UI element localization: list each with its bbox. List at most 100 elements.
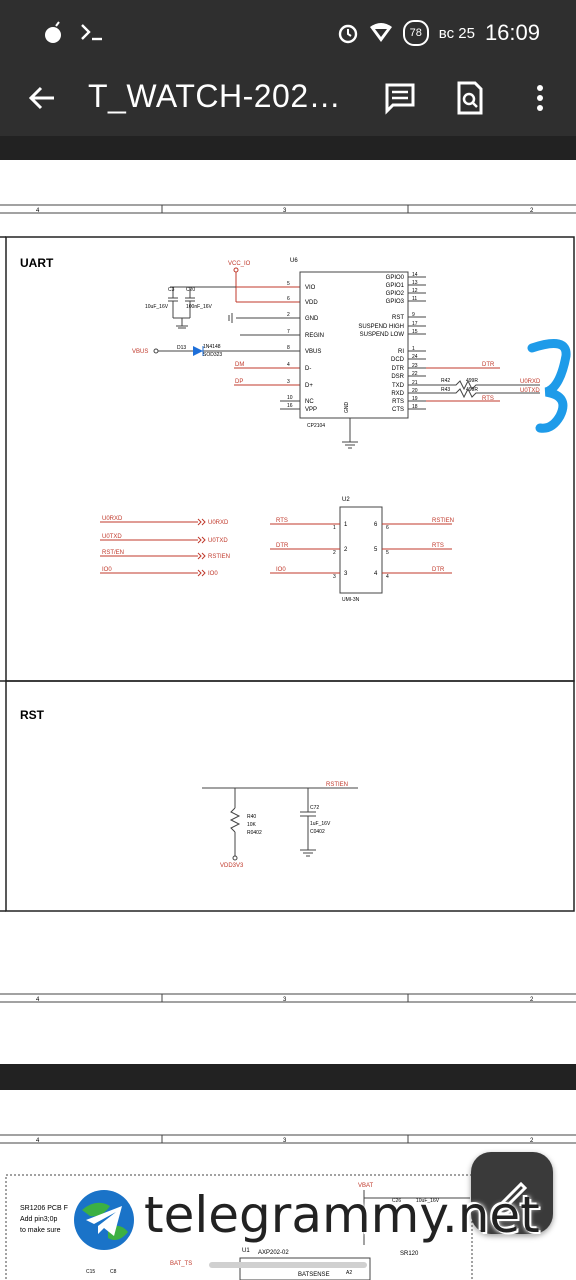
cp2104-right-pin-number: 19 bbox=[412, 396, 418, 402]
cp2104-right-pin-name: DCD bbox=[391, 357, 405, 363]
svg-text:R42: R42 bbox=[441, 378, 450, 384]
svg-text:3: 3 bbox=[283, 208, 287, 214]
back-arrow-icon[interactable] bbox=[26, 82, 58, 114]
u2-input-net: DTR bbox=[276, 543, 289, 549]
search-document-icon[interactable] bbox=[452, 80, 488, 116]
svg-text:RTS: RTS bbox=[482, 396, 494, 402]
cp2104-right-pin-number: 21 bbox=[412, 380, 418, 386]
nav-gesture-handle[interactable] bbox=[209, 1262, 367, 1268]
u2-left-pin-outer: 1 bbox=[333, 525, 336, 531]
watermark: telegrammy.net bbox=[72, 1186, 572, 1262]
schematic-sheet: 4 3 2 UART VCC_IO U6 C3 C20 10uF_16V 100… bbox=[0, 204, 576, 1003]
cp2104-right-pin-name: DTR bbox=[392, 366, 405, 372]
svg-text:2: 2 bbox=[530, 1138, 534, 1144]
svg-text:C72: C72 bbox=[310, 805, 319, 811]
u2-left-pin-inner: 3 bbox=[344, 571, 348, 577]
watermark-text: telegrammy.net bbox=[144, 1186, 540, 1244]
app-bar: T_WATCH-2020… bbox=[0, 62, 576, 136]
net-label-left: RST/EN bbox=[102, 550, 124, 556]
cp2104-right-pin-number: 13 bbox=[412, 280, 418, 286]
pen-edit-icon bbox=[496, 1181, 528, 1215]
u2-right-pin-inner: 4 bbox=[374, 571, 378, 577]
cp2104-right-pin-name: RI bbox=[398, 349, 404, 355]
top-ruler: 4 3 2 bbox=[0, 204, 576, 214]
status-date: вс 25 bbox=[438, 24, 475, 42]
svg-text:R40: R40 bbox=[247, 814, 256, 820]
cp2104-left-pin-number: 6 bbox=[287, 296, 290, 302]
u2-output-net: DTR bbox=[432, 567, 445, 573]
svg-text:C26: C26 bbox=[392, 1198, 401, 1204]
cp2104-left-pin-number: 10 bbox=[287, 395, 293, 401]
cp2104-right-pin-name: SUSPEND LOW bbox=[360, 332, 405, 338]
svg-text:R43: R43 bbox=[441, 387, 450, 393]
cp2104-right-pin-name: GPIO3 bbox=[386, 299, 405, 305]
cp2104-left-pin-number: 5 bbox=[287, 281, 290, 287]
cp2104-left-pin-name: REGIN bbox=[305, 333, 324, 339]
svg-text:R0402: R0402 bbox=[247, 830, 262, 836]
comment-icon[interactable] bbox=[382, 80, 418, 116]
net-label-left: IO0 bbox=[102, 567, 112, 573]
u2-left-pin-outer: 2 bbox=[333, 550, 336, 556]
svg-text:1uF_16V: 1uF_16V bbox=[310, 821, 331, 827]
cp2104-left-pin-number: 3 bbox=[287, 379, 290, 385]
svg-text:VBUS: VBUS bbox=[132, 349, 148, 355]
cp2104-left-pin-name: GND bbox=[305, 316, 319, 322]
cp2104-left-pin-name: VPP bbox=[305, 407, 317, 413]
u2-input-net: RTS bbox=[276, 518, 288, 524]
svg-text:to make sure: to make sure bbox=[20, 1227, 61, 1234]
cp2104-right-pin-number: 17 bbox=[412, 321, 418, 327]
svg-text:499R: 499R bbox=[466, 378, 478, 384]
rst-title: RST bbox=[20, 708, 45, 722]
cp2104-right-pin-number: 22 bbox=[412, 371, 418, 377]
u2-left-pin-inner: 2 bbox=[344, 547, 348, 553]
u2-right-pin-outer: 4 bbox=[386, 574, 389, 580]
svg-text:4: 4 bbox=[36, 1138, 40, 1144]
more-vert-icon[interactable] bbox=[522, 80, 558, 116]
status-bar: 78 вс 25 16:09 bbox=[0, 0, 576, 62]
cp2104-right-pin-number: 1 bbox=[412, 346, 415, 352]
cp2104-right-pin-name: GPIO1 bbox=[386, 283, 405, 289]
page-gap-2 bbox=[0, 1064, 576, 1090]
svg-text:UMI-3N: UMI-3N bbox=[342, 597, 360, 603]
net-flag-icon bbox=[197, 569, 206, 577]
svg-text:1N4148: 1N4148 bbox=[203, 344, 221, 350]
svg-text:VDD3V3: VDD3V3 bbox=[220, 863, 244, 869]
u2-left-pin-inner: 1 bbox=[344, 522, 348, 528]
cp2104-left-pin-name: D+ bbox=[305, 383, 313, 389]
cp2104-left-pin-number: 7 bbox=[287, 329, 290, 335]
cp2104-right-pin-number: 11 bbox=[412, 296, 417, 302]
cp2104-right-pin-name: RST bbox=[392, 315, 404, 321]
cp2104-right-pin-number: 24 bbox=[412, 354, 418, 360]
svg-text:SR120: SR120 bbox=[400, 1251, 419, 1257]
svg-text:C20: C20 bbox=[186, 287, 195, 293]
cp2104-left-pin-name: NC bbox=[305, 399, 314, 405]
net-label-right: U0TXD bbox=[208, 538, 228, 544]
svg-text:SOD323: SOD323 bbox=[203, 352, 222, 358]
svg-text:CP2104: CP2104 bbox=[307, 423, 325, 429]
wifi-icon bbox=[369, 23, 392, 42]
u2-output-net: RSTIEN bbox=[432, 518, 454, 524]
cp2104-left-pin-name: VDD bbox=[305, 300, 318, 306]
cp2104-right-pin-name: SUSPEND HIGH bbox=[358, 324, 404, 330]
cp2104-right-pin-name: RTS bbox=[392, 399, 404, 405]
svg-text:10K: 10K bbox=[247, 822, 257, 828]
svg-text:DP: DP bbox=[235, 379, 243, 385]
cp2104-right-pin-name: CTS bbox=[392, 407, 404, 413]
cp2104-right-pin-number: 9 bbox=[412, 312, 415, 318]
edit-fab[interactable] bbox=[471, 1152, 553, 1234]
cp2104-left-pin-name: VBUS bbox=[305, 349, 321, 355]
net-label-right: IO0 bbox=[208, 571, 218, 577]
svg-text:3: 3 bbox=[283, 1138, 287, 1144]
svg-text:Add pin3;0p: Add pin3;0p bbox=[20, 1216, 57, 1223]
bomb-icon bbox=[45, 21, 61, 43]
svg-text:U0TXD: U0TXD bbox=[520, 388, 540, 394]
cp2104-right-pin-name: DSR bbox=[391, 374, 404, 380]
svg-text:U0RXD: U0RXD bbox=[520, 379, 541, 385]
net-flag-icon bbox=[197, 552, 206, 560]
page-gap bbox=[0, 136, 576, 160]
svg-text:AXP202-02: AXP202-02 bbox=[258, 1250, 289, 1256]
pdf-page-1[interactable]: 4 3 2 UART VCC_IO U6 C3 C20 10uF_16V 100… bbox=[0, 160, 576, 1064]
bottom-ruler: 4 3 2 bbox=[0, 993, 576, 1003]
u2-output-net: RTS bbox=[432, 543, 444, 549]
uart-title: UART bbox=[20, 256, 54, 270]
